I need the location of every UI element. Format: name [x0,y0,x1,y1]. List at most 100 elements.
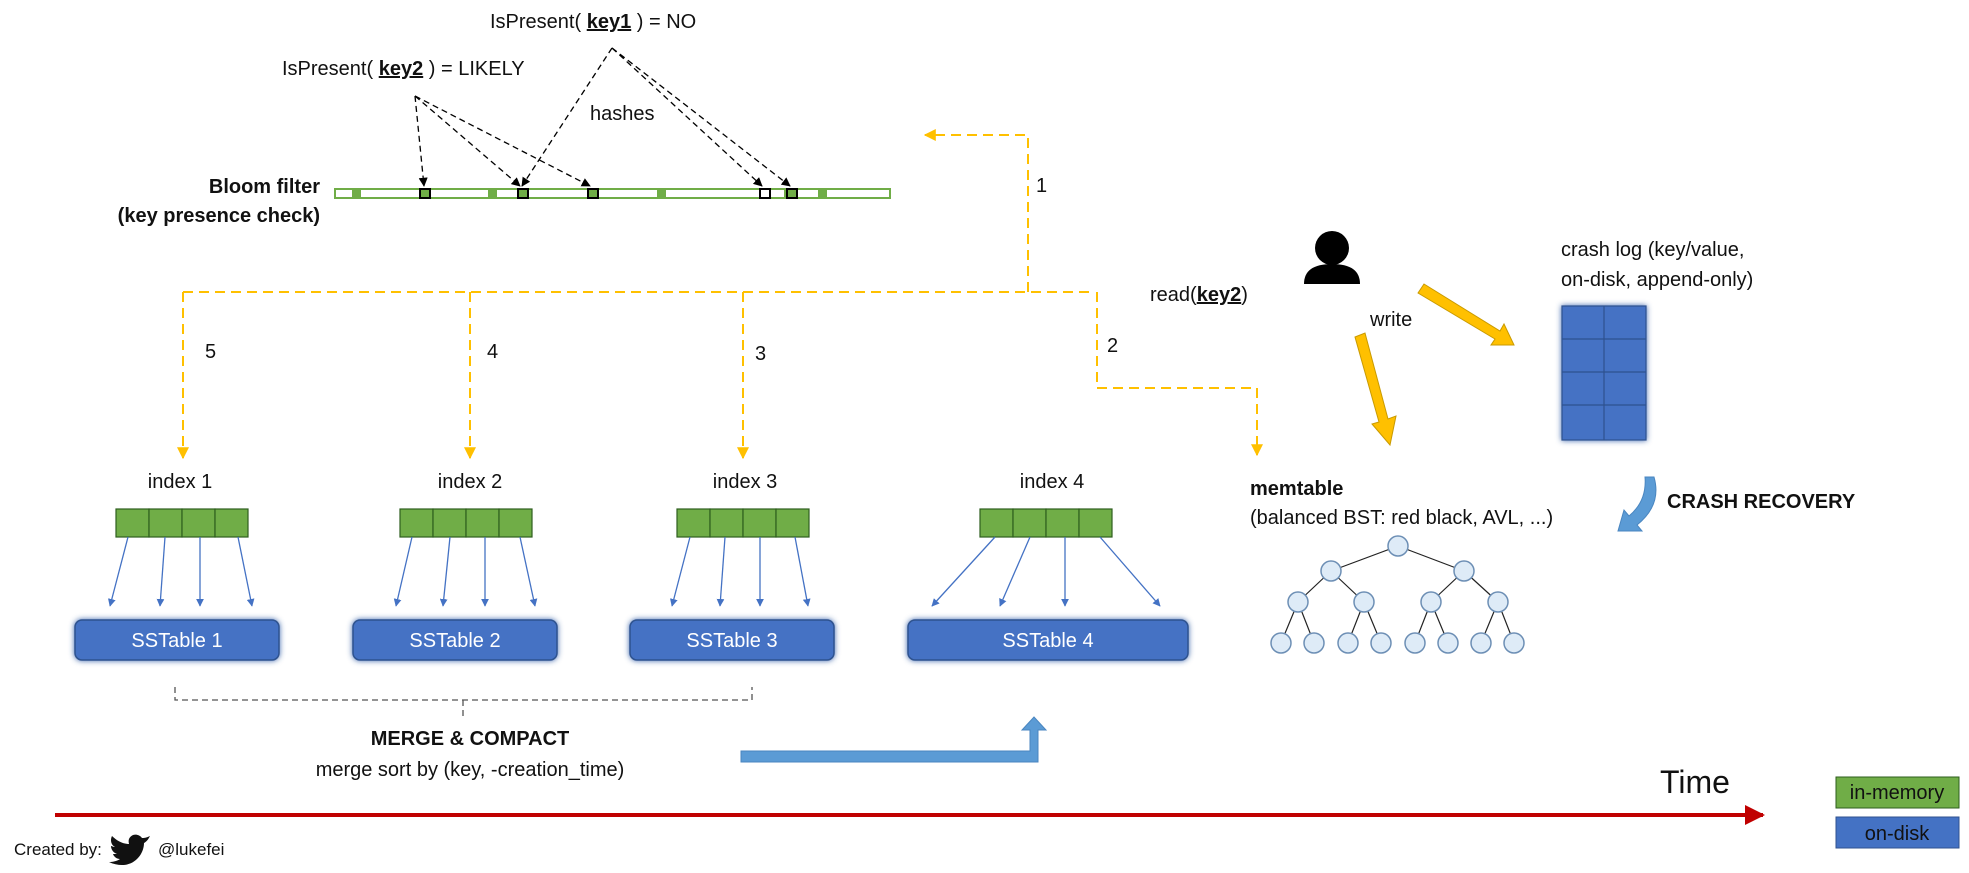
legend-on-disk-swatch [1835,816,1960,849]
merge-result-arrow [740,716,1048,763]
read-step-1-arrow [923,129,1029,292]
tree-node [1487,591,1509,613]
index-label: index 3 [713,471,778,493]
index-pointers [107,536,255,607]
sstable-label: SSTable 1 [131,630,222,652]
tree-node [1453,560,1475,582]
credits-prefix: Created by: [14,840,102,859]
index-label: index 4 [1020,471,1085,493]
bloom-filter-subtitle: (key presence check) [118,205,320,227]
tree-node [1470,632,1492,654]
hash-arrow [414,95,591,187]
legend-in-memory-swatch [1835,776,1960,809]
hash-arrow [521,47,613,187]
bloom-bit [421,190,430,197]
read-step-5: 5 [205,341,216,363]
bloom-set-bits [352,190,827,197]
index-label: index 2 [438,471,503,493]
index-block [399,508,533,538]
tree-node [1420,591,1442,613]
memtable-title: memtable [1250,478,1343,500]
sstable-label: SSTable 4 [1002,630,1093,652]
index-3: index 3 SSTable 3 [629,471,835,661]
index-block [979,508,1113,538]
read-step-3: 3 [755,343,766,365]
read-call-label: read(key2) [1150,284,1248,306]
tree-node [1387,535,1409,557]
index-pointers [669,536,811,607]
tree-node [1503,632,1525,654]
tree-node [1437,632,1459,654]
crash-recovery-arrow [1617,476,1657,532]
hashes-label: hashes [590,103,655,125]
tree-node [1303,632,1325,654]
index-1: index 1 SSTable 1 [74,471,280,661]
read-step-2: 2 [1107,335,1118,357]
write-to-crash-log-arrow [1417,283,1515,346]
tree-node [1353,591,1375,613]
bloom-bit-array [334,188,891,199]
crash-log-title-line1: crash log (key/value, [1561,239,1744,261]
memtable-tree [1270,535,1525,654]
bloom-filter-title: Bloom filter [209,176,320,198]
bloom-bit [657,190,666,197]
memtable-subtitle: (balanced BST: red black, AVL, ...) [1250,507,1553,529]
index-label: index 1 [148,471,213,493]
tree-node [1337,632,1359,654]
crash-log-storage [1561,305,1647,441]
bloom-bit [588,190,597,197]
bloom-checked-bit [517,188,529,199]
hash-arrow [414,95,428,187]
merge-subtitle: merge sort by (key, -creation_time) [316,759,625,781]
index-block [115,508,249,538]
bloom-checked-bit [587,188,599,199]
credits-handle[interactable]: @lukefei [158,840,224,859]
read-step-4: 4 [487,341,498,363]
index-pointers [393,536,538,607]
timeline-label: Time [1660,764,1730,800]
legend: in-memory on-disk [1835,776,1960,849]
index-pointers [931,536,1161,607]
query-key2-label: IsPresent( key2 ) = LIKELY [282,58,525,80]
hash-arrow [414,95,521,187]
index-4: index 4 SSTable 4 [907,471,1189,661]
bloom-bit [818,190,827,197]
sstable-label: SSTable 2 [409,630,500,652]
crash-log-title-line2: on-disk, append-only) [1561,269,1753,291]
sstable-4[interactable] [907,619,1189,661]
credits: Created by: @lukefei [14,834,224,865]
bloom-checked-bits [419,188,798,199]
sstable-1[interactable] [74,619,280,661]
sstable-2[interactable] [352,619,558,661]
crash-recovery-label: CRASH RECOVERY [1667,491,1856,513]
tree-node [1287,591,1309,613]
tree-node [1404,632,1426,654]
bloom-bit [488,190,497,197]
user-icon [1304,231,1360,284]
bloom-bit [518,190,527,197]
bloom-bit [788,190,797,197]
legend-on-disk-label: on-disk [1865,823,1930,845]
bloom-checked-bit [419,188,431,199]
write-to-memtable-arrow [1354,332,1397,447]
tree-node [1320,560,1342,582]
sstable-label: SSTable 3 [686,630,777,652]
twitter-bird-icon [109,834,150,865]
bloom-checked-bit [759,188,771,199]
read-step-1: 1 [1036,175,1047,197]
hash-arrow [611,47,763,187]
tree-node [1270,632,1292,654]
query-key1-label: IsPresent( key1 ) = NO [490,11,696,33]
hash-arrow [611,47,791,187]
legend-in-memory-label: in-memory [1850,782,1944,804]
index-block [676,508,810,538]
hash-arrows [414,47,791,187]
write-label: write [1369,309,1412,331]
bloom-filter-section: IsPresent( key1 ) = NO IsPresent( key2 )… [118,11,891,227]
read-step-2-arrow [1096,292,1263,457]
sstable-3[interactable] [629,619,835,661]
index-2: index 2 SSTable 2 [352,471,558,661]
merge-title: MERGE & COMPACT [371,728,570,750]
merge-bracket [174,687,753,716]
bloom-bit [352,190,361,197]
